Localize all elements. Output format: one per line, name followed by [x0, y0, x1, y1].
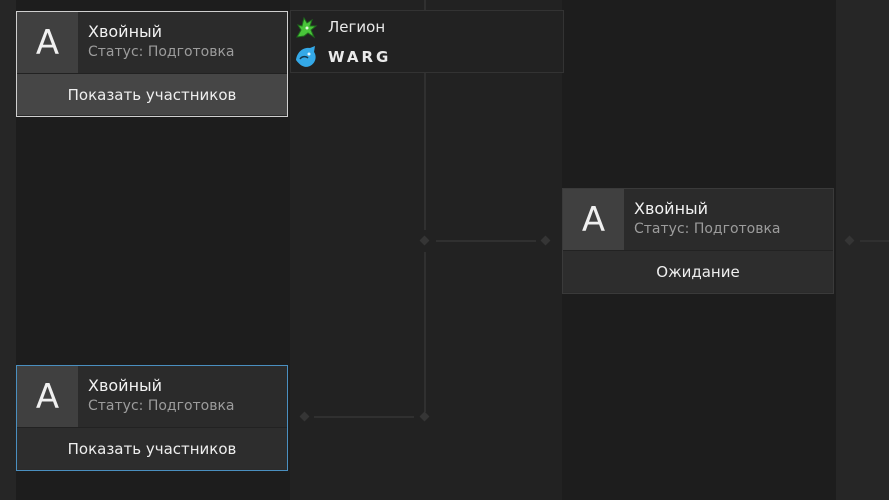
match-info: Хвойный Статус: Подготовка — [78, 366, 235, 427]
green-dragon-icon — [291, 12, 321, 42]
match-card-header: A Хвойный Статус: Подготовка — [17, 12, 287, 74]
avatar-letter: A — [35, 22, 60, 63]
match-avatar: A — [17, 12, 78, 73]
bracket-connector-bottom — [424, 252, 426, 412]
team-name-legion: Легион — [328, 18, 386, 36]
match-avatar: A — [563, 189, 624, 250]
blue-wolf-icon — [291, 42, 321, 72]
match-title: Хвойный — [88, 376, 163, 395]
avatar-letter: A — [581, 199, 606, 240]
team-list-panel: Легион WARG — [290, 10, 564, 73]
match-card-1[interactable]: A Хвойный Статус: Подготовка Показать уч… — [16, 11, 288, 117]
match-status: Статус: Подготовка — [634, 221, 781, 237]
match-avatar: A — [17, 366, 78, 427]
bracket-connector-lower — [314, 416, 414, 418]
team-item-warg[interactable]: WARG — [291, 42, 391, 72]
match-info: Хвойный Статус: Подготовка — [624, 189, 781, 250]
avatar-letter: A — [35, 376, 60, 417]
match-info: Хвойный Статус: Подготовка — [78, 12, 235, 73]
team-item-legion[interactable]: Легион — [291, 12, 385, 42]
match-card-3[interactable]: A Хвойный Статус: Подготовка Показать уч… — [16, 365, 288, 471]
waiting-button[interactable]: Ожидание — [563, 251, 833, 292]
match-card-2[interactable]: A Хвойный Статус: Подготовка Ожидание — [562, 188, 834, 294]
left-edge-column — [0, 0, 16, 500]
bracket-column-2 — [290, 0, 562, 500]
match-card-header: A Хвойный Статус: Подготовка — [17, 366, 287, 428]
right-edge-column — [836, 0, 889, 500]
bracket-connector-middle — [436, 240, 536, 242]
match-status: Статус: Подготовка — [88, 44, 235, 60]
bracket-connector-right — [860, 240, 889, 242]
show-participants-button[interactable]: Показать участников — [17, 74, 287, 115]
team-name-warg: WARG — [328, 48, 392, 66]
match-title: Хвойный — [634, 199, 709, 218]
match-card-header: A Хвойный Статус: Подготовка — [563, 189, 833, 251]
bracket-connector-top — [424, 0, 426, 230]
show-participants-button[interactable]: Показать участников — [17, 428, 287, 469]
match-status: Статус: Подготовка — [88, 398, 235, 414]
match-title: Хвойный — [88, 22, 163, 41]
